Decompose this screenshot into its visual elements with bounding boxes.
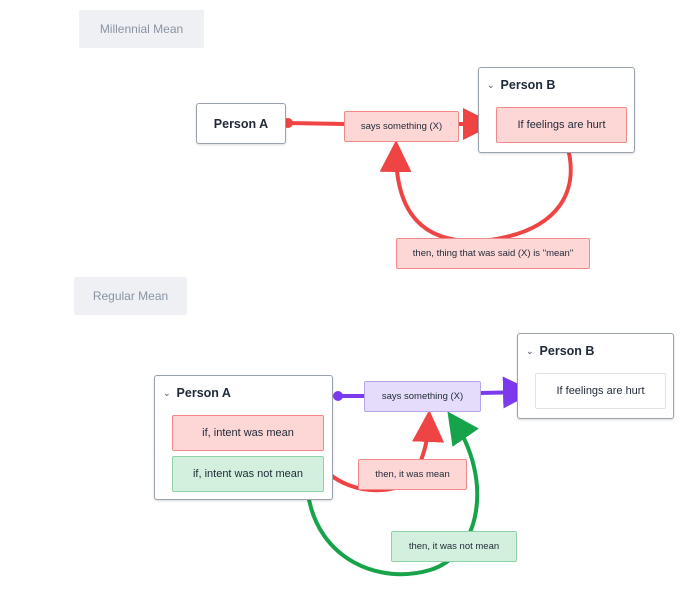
top-person-b-node[interactable]: ⌄ Person B If feelings are hurt xyxy=(478,67,635,153)
top-says-something-label[interactable]: says something (X) xyxy=(344,111,459,142)
bottom-person-a-node[interactable]: ⌄ Person A if, intent was mean if, inten… xyxy=(154,375,333,500)
then-it-was-mean-label[interactable]: then, it was mean xyxy=(358,459,467,490)
section-label-regular-mean: Regular Mean xyxy=(74,277,187,315)
then-it-was-not-mean-label[interactable]: then, it was not mean xyxy=(391,531,517,562)
chevron-down-icon[interactable]: ⌄ xyxy=(487,79,495,90)
chevron-down-icon[interactable]: ⌄ xyxy=(526,345,534,356)
top-person-b-header: ⌄ Person B xyxy=(487,78,555,92)
intent-not-mean-item[interactable]: if, intent was not mean xyxy=(172,456,324,492)
bottom-person-b-header: ⌄ Person B xyxy=(526,344,594,358)
chevron-down-icon[interactable]: ⌄ xyxy=(163,387,171,398)
bottom-green-loop-wire xyxy=(306,411,480,577)
bottom-says-something-label[interactable]: says something (X) xyxy=(364,381,481,412)
top-feelings-hurt-item[interactable]: If feelings are hurt xyxy=(496,107,627,143)
bottom-person-a-title: Person A xyxy=(176,386,231,400)
bottom-person-a-header: ⌄ Person A xyxy=(163,386,231,400)
section-label-millennial-mean: Millennial Mean xyxy=(79,10,204,48)
intent-mean-item[interactable]: if, intent was mean xyxy=(172,415,324,451)
top-loop-wire xyxy=(379,140,573,244)
top-person-b-title: Person B xyxy=(500,78,556,92)
bottom-person-b-title: Person B xyxy=(539,344,595,358)
bottom-person-b-node[interactable]: ⌄ Person B If feelings are hurt xyxy=(517,333,674,419)
top-person-a-node[interactable]: Person A xyxy=(196,103,286,144)
bottom-feelings-hurt-item[interactable]: If feelings are hurt xyxy=(535,373,666,409)
top-wire-a-to-says xyxy=(287,121,345,126)
top-then-mean-label[interactable]: then, thing that was said (X) is "mean" xyxy=(396,238,590,269)
